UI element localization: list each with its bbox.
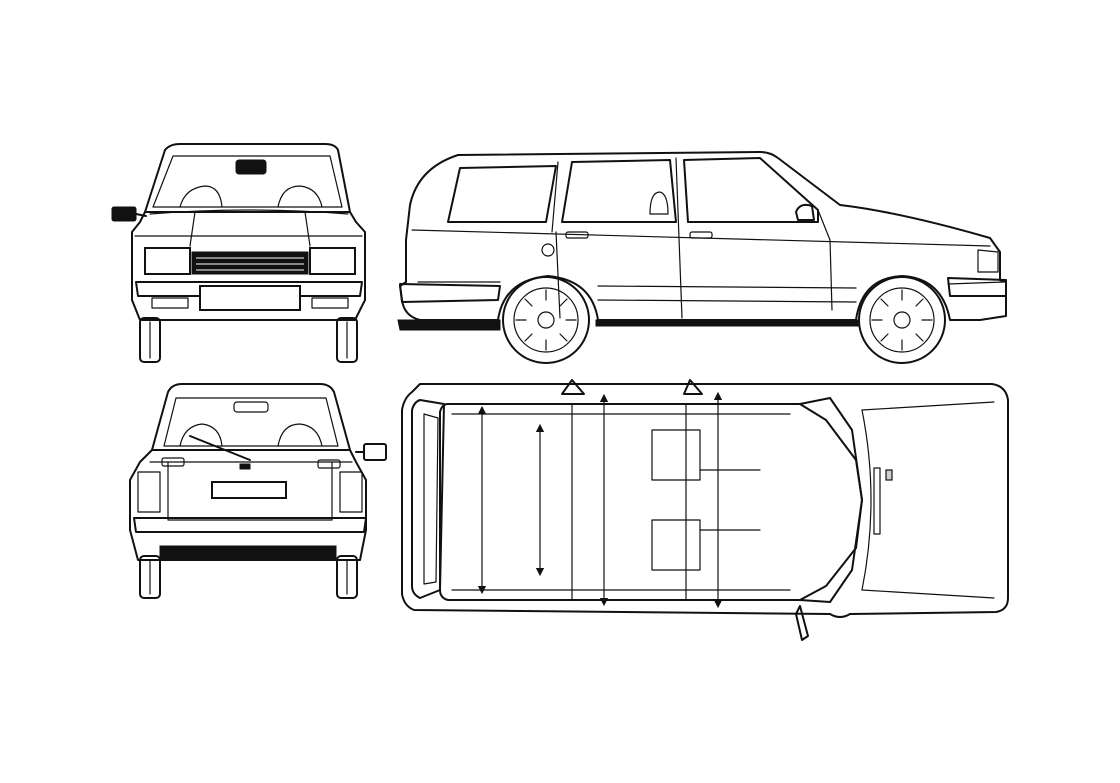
- mirror-icon: [111, 206, 137, 222]
- top-view: [401, 379, 1009, 641]
- rear-view: [129, 383, 387, 599]
- wheel-icon: [858, 276, 946, 364]
- mirror-icon: [795, 203, 815, 221]
- wheel-icon: [502, 276, 590, 364]
- mirror-icon: [795, 605, 809, 641]
- wheel-icon: [336, 555, 358, 599]
- mirror-icon: [363, 443, 387, 461]
- wheel-icon: [139, 317, 161, 363]
- mirror-icon: [561, 379, 703, 395]
- wheel-icon: [336, 317, 358, 363]
- side-view: [397, 151, 1007, 364]
- wheel-icon: [139, 555, 161, 599]
- front-view: [111, 143, 366, 363]
